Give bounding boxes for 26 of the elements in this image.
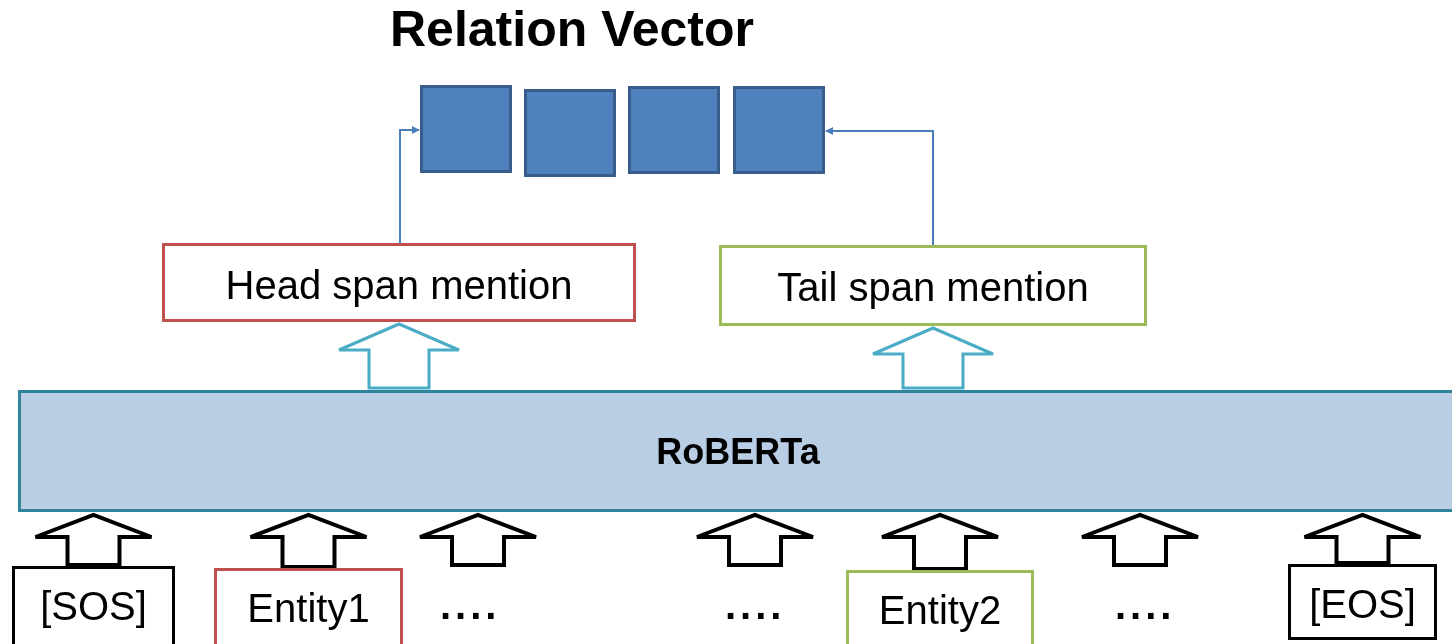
node-text: Tail span mention (777, 264, 1089, 311)
block-arrow (695, 512, 815, 567)
node-text: Entity2 (878, 587, 1002, 634)
node-text: [EOS] (1309, 581, 1416, 628)
block-arrow (418, 512, 538, 567)
ellipsis-label: .... (725, 582, 786, 629)
block-arrow (337, 322, 461, 390)
block-arrow (1080, 512, 1200, 567)
encoder-label: RoBERTa (656, 430, 820, 474)
node-text: Entity1 (247, 585, 370, 632)
ellipsis-label: .... (1115, 582, 1176, 629)
vector-cell (628, 86, 720, 174)
vector-cell (733, 86, 825, 174)
vector-cell (420, 85, 512, 173)
node-text: [SOS] (40, 583, 147, 630)
block-arrow (248, 512, 369, 569)
arrow (399, 126, 420, 244)
block-arrow (871, 326, 995, 390)
block-arrow (1302, 512, 1423, 565)
ellipsis-label: .... (440, 582, 501, 629)
block-arrow (880, 512, 1000, 571)
node-text: Head span mention (225, 262, 573, 309)
vector-cell (524, 89, 616, 177)
arrow (825, 127, 934, 246)
diagram-title: Relation Vector (390, 4, 754, 54)
block-arrow (33, 512, 154, 567)
